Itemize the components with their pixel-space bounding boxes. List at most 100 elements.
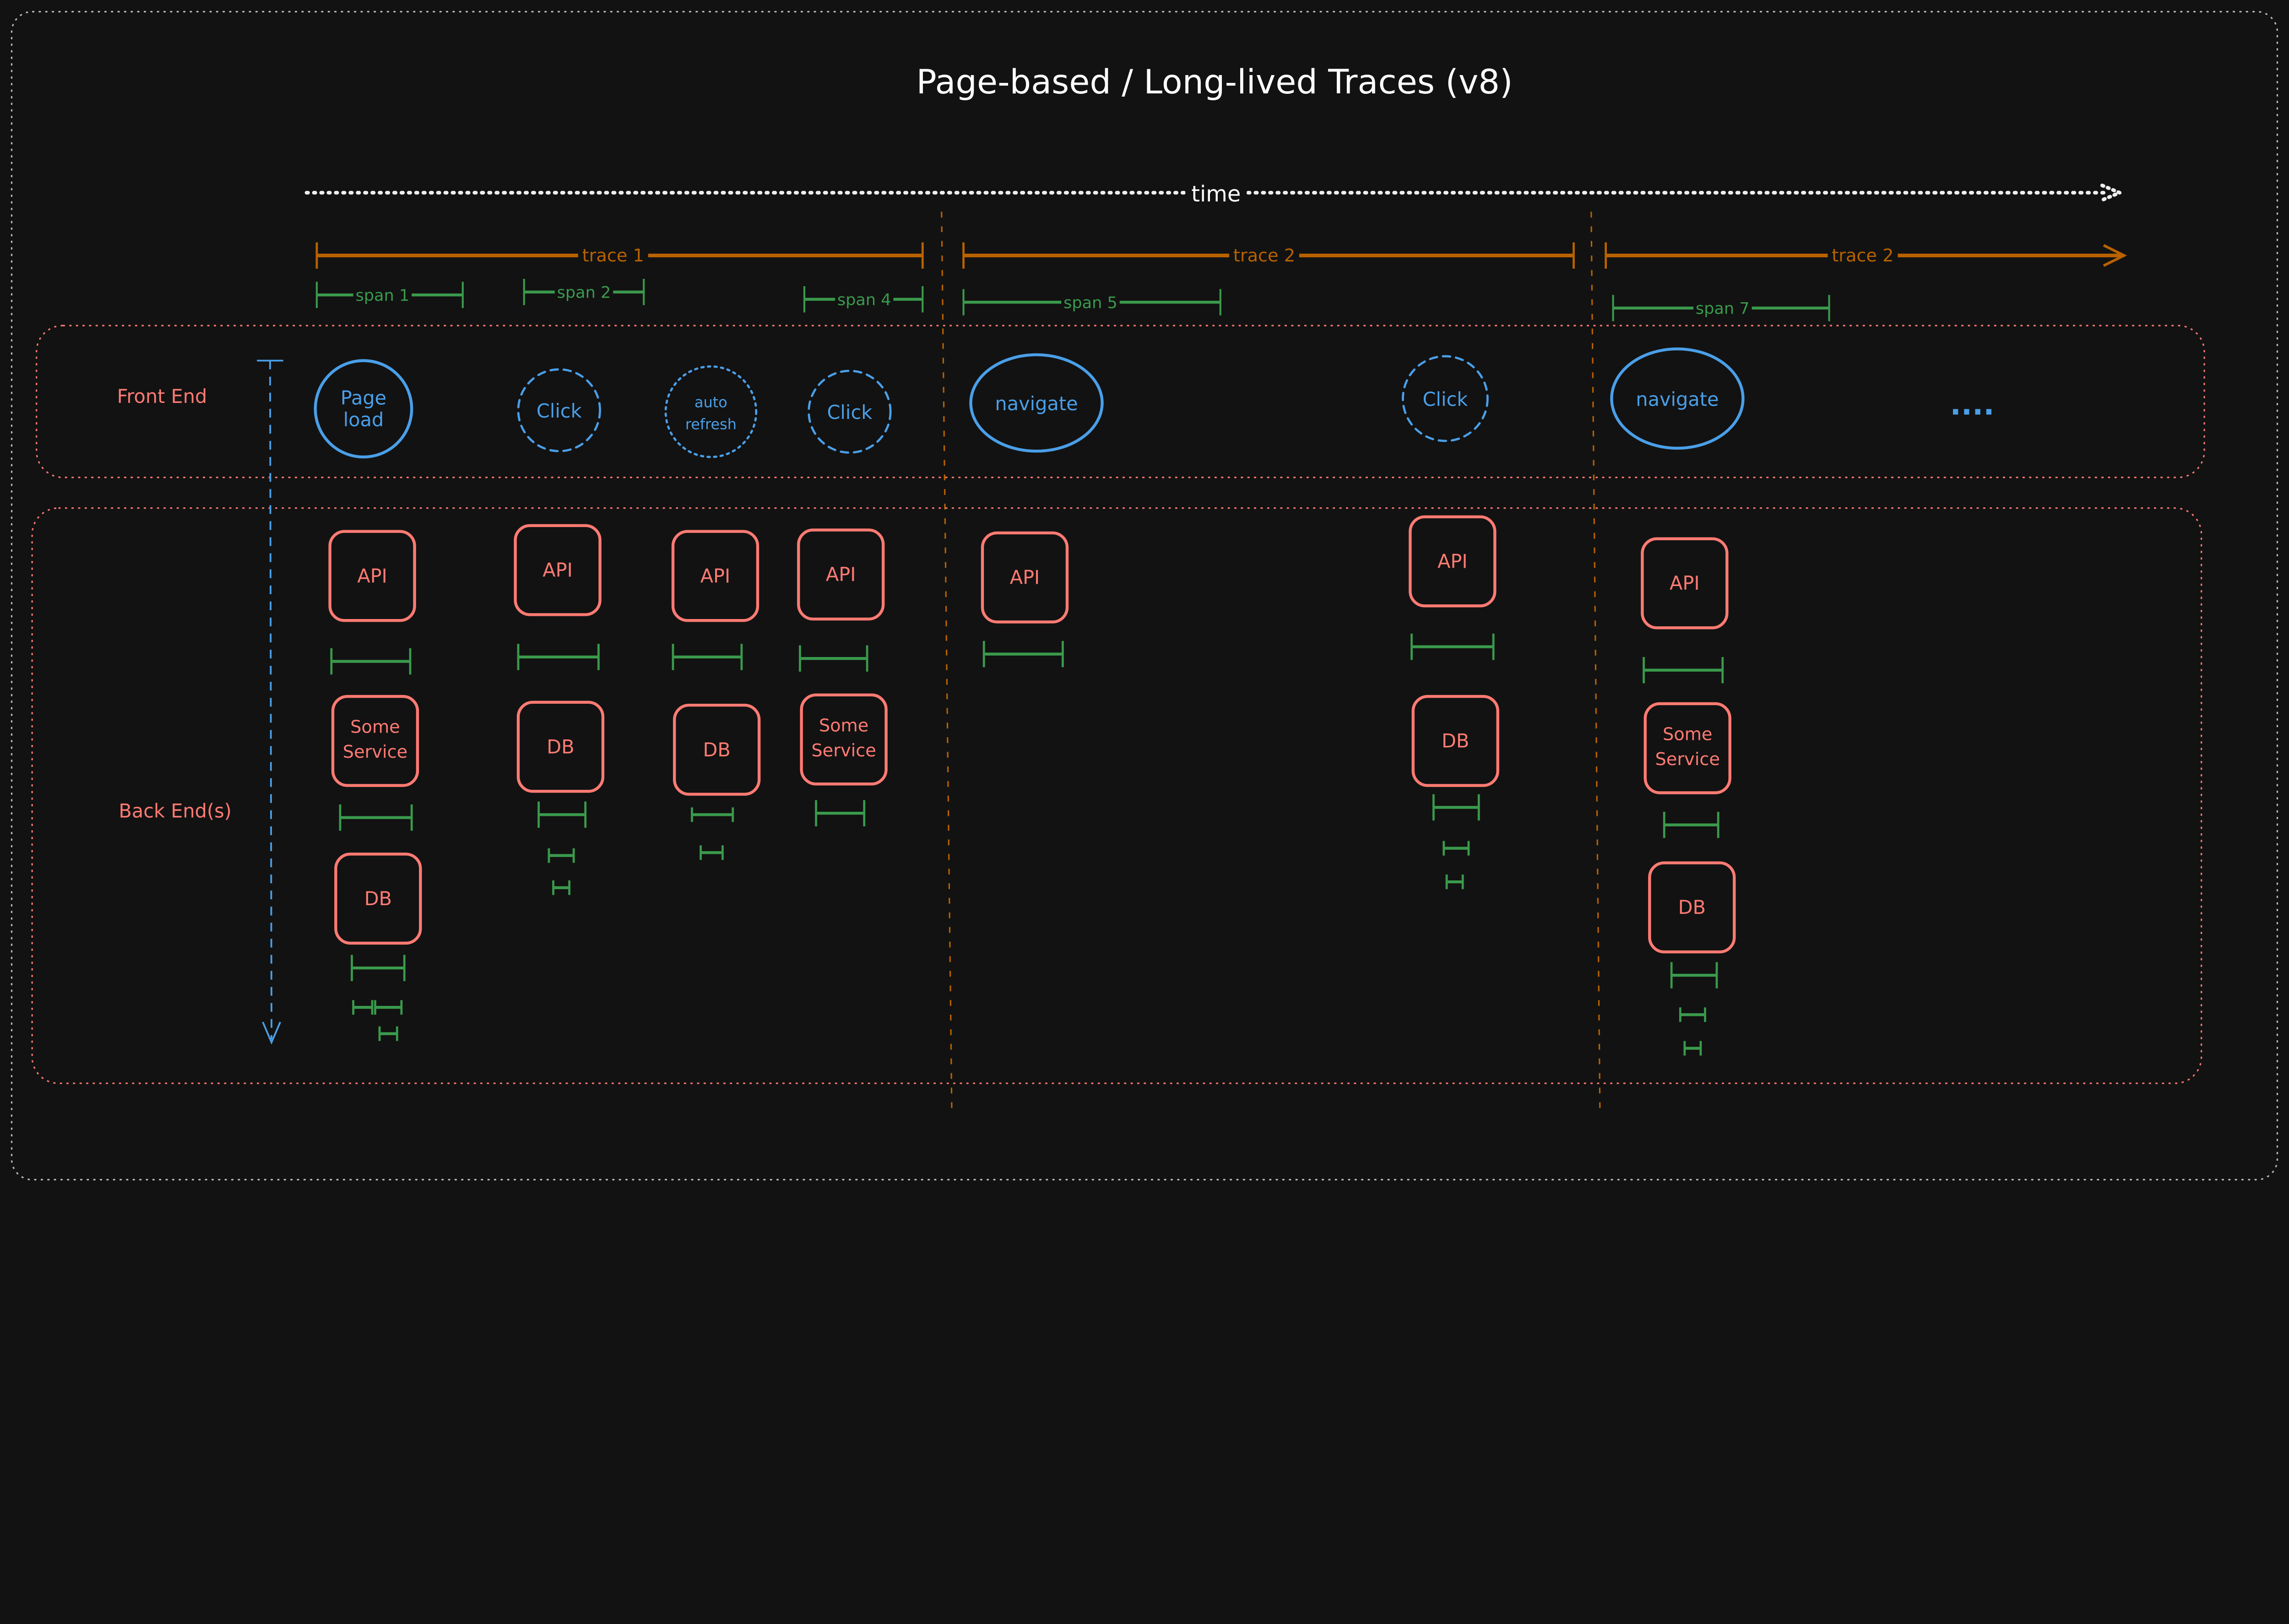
backend-span-bar <box>815 800 866 826</box>
span-bar: span 7 <box>1612 295 1830 321</box>
service-label: Some <box>1663 724 1712 745</box>
backend-service: API <box>981 531 1069 624</box>
backend-span-bar <box>1679 1007 1706 1022</box>
trace-label: trace 1 <box>582 245 644 266</box>
service-box <box>328 530 416 622</box>
backend-service: DB <box>673 703 761 796</box>
service-box <box>671 530 759 622</box>
outer-frame <box>11 11 2278 1181</box>
backend-span-bar <box>352 1000 374 1015</box>
trace-separator <box>1590 212 1601 1113</box>
span-bar: span 5 <box>962 289 1221 315</box>
trace-label-backdrop <box>1828 242 1898 266</box>
event-label: Click <box>1423 388 1468 410</box>
span-bar: span 2 <box>523 279 645 305</box>
frontend-lane <box>36 325 2205 478</box>
service-label: API <box>1010 567 1040 589</box>
event-label: navigate <box>995 393 1078 415</box>
frontend-event: navigate <box>969 353 1104 453</box>
more-events-ellipsis: .... <box>1950 388 1995 422</box>
span-label: span 1 <box>356 286 410 305</box>
trace-bar: trace 2 <box>962 242 1575 269</box>
backend-lane-label: Back End(s) <box>119 800 231 822</box>
event-label: auto <box>694 394 727 411</box>
backend-service: API <box>671 530 759 622</box>
event-circle <box>517 368 601 452</box>
backend-span-bar <box>1443 841 1470 856</box>
span-label: span 2 <box>557 283 611 302</box>
service-label: DB <box>364 888 392 910</box>
event-circle <box>1402 355 1489 442</box>
backend-span-bar <box>1683 1041 1702 1056</box>
service-box <box>334 853 422 945</box>
span-label-backdrop <box>1061 290 1120 311</box>
span-label: span 4 <box>837 290 891 309</box>
time-label-backdrop <box>1185 178 1247 207</box>
service-box <box>514 524 602 616</box>
service-label: API <box>700 565 731 587</box>
backend-span-bar <box>374 1000 403 1015</box>
backend-span-bar <box>1432 794 1480 821</box>
service-box <box>331 695 419 787</box>
span-bar: span 4 <box>803 286 924 313</box>
trace-label: trace 2 <box>1233 245 1295 266</box>
spans: span 1 span 2 span 4 span 5 span 7 <box>315 279 1830 321</box>
backend-span-bar <box>799 645 868 672</box>
diagram-title: Page-based / Long-lived Traces (v8) <box>917 63 1513 102</box>
backend-lane <box>31 507 2202 1084</box>
service-label: DB <box>703 739 731 761</box>
frontend-event: Click <box>808 369 892 454</box>
event-label: Click <box>537 400 582 422</box>
backend-span-bar <box>1445 874 1464 889</box>
service-label: Service <box>811 740 876 761</box>
backend-span-bar <box>1643 657 1724 684</box>
frontend-event: Click <box>517 368 601 452</box>
depth-arrow-head <box>262 1021 282 1045</box>
service-label: Service <box>343 742 407 762</box>
backend-span-bar <box>330 648 412 675</box>
event-circle <box>969 353 1104 453</box>
service-label: DB <box>1678 896 1706 918</box>
time-arrow-head <box>2100 183 2125 202</box>
trace-label-backdrop <box>1229 242 1299 266</box>
event-label: load <box>343 409 384 431</box>
event-circle <box>664 365 758 458</box>
backend-span-bar <box>548 848 575 863</box>
service-box <box>1409 515 1497 608</box>
span-label: span 7 <box>1696 299 1750 318</box>
traces: trace 1 trace 2 trace 2 <box>315 242 2127 269</box>
event-circle <box>314 359 413 459</box>
backend-service: DB <box>1411 695 1499 787</box>
service-label: API <box>826 564 856 586</box>
service-label: Some <box>819 716 868 736</box>
frontend-event: auto refresh <box>664 365 758 458</box>
backend-service: DB <box>516 701 605 793</box>
trace-label-backdrop <box>578 242 648 266</box>
backend-service: API <box>328 530 416 622</box>
backend-span-bar <box>339 804 413 831</box>
service-label: Some <box>350 717 400 738</box>
service-box <box>1411 695 1499 787</box>
trace-arrow-head <box>2103 244 2127 267</box>
backend-span-bar <box>1670 962 1718 989</box>
backend-span-bar <box>537 801 587 828</box>
backend-span-bar <box>672 644 743 670</box>
backend-span-bar <box>1410 633 1495 660</box>
trace-separator <box>941 212 953 1113</box>
frontend-event: navigate <box>1610 347 1745 450</box>
backend-service: API <box>1409 515 1497 608</box>
service-label: API <box>1670 572 1700 594</box>
service-box <box>516 701 605 793</box>
trace-bar: trace 2 <box>1605 242 2127 269</box>
backend-service: API <box>797 528 885 621</box>
frontend-lane-label: Front End <box>117 386 207 407</box>
service-label: DB <box>547 736 574 758</box>
service-label: API <box>1437 550 1468 572</box>
event-label: refresh <box>685 415 737 433</box>
backend-service: API <box>514 524 602 616</box>
time-label: time <box>1191 182 1241 207</box>
